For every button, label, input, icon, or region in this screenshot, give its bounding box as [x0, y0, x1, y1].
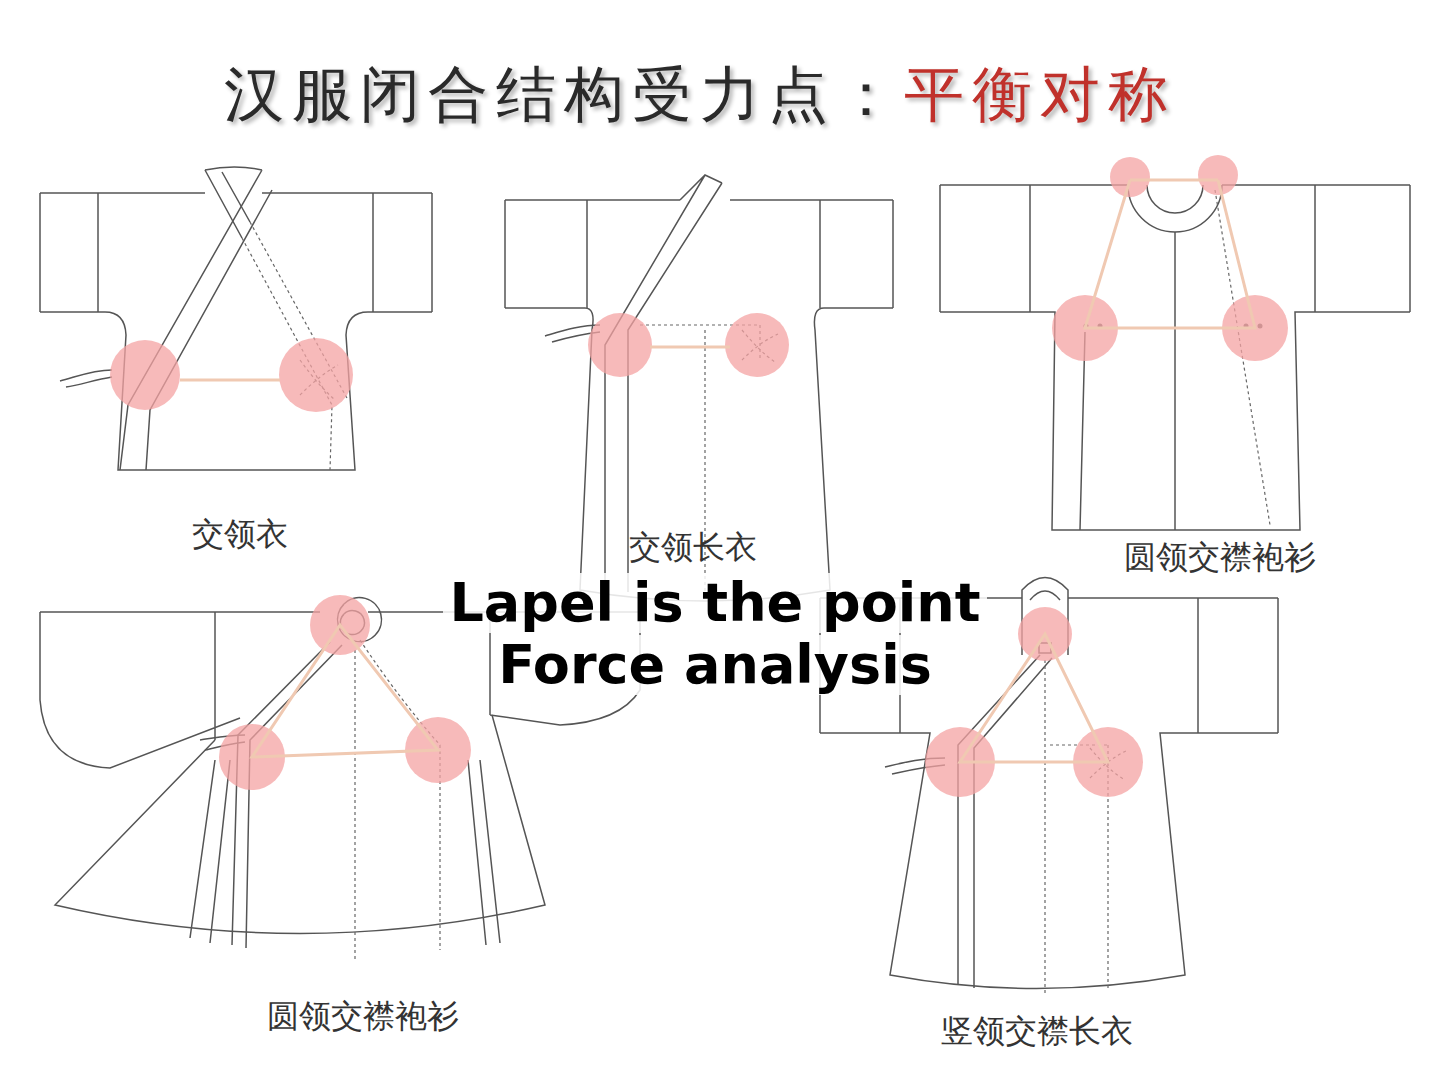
- round-collar-robe-wide-sleeve-part: [190, 760, 500, 945]
- round-collar-robe-wide-sleeve-part: [55, 715, 545, 934]
- cross-collar-top-garment-part: [40, 193, 432, 312]
- force-points-part: [110, 340, 180, 410]
- round-collar-robe-part: [1080, 232, 1175, 530]
- round-collar-robe: [940, 185, 1410, 530]
- force-points-part: [588, 313, 652, 377]
- force-points-part: [725, 313, 789, 377]
- cross-collar-top-garment-part: [60, 370, 112, 387]
- force-points: [925, 607, 1143, 797]
- force-points: [1052, 155, 1288, 361]
- overlay-caption: Force analysis: [492, 635, 938, 694]
- force-points-part: [650, 346, 730, 349]
- force-points: [110, 338, 353, 412]
- force-points-part: [279, 338, 353, 412]
- cross-collar-top-garment-part: [205, 170, 250, 238]
- cross-collar-long-garment-part: [505, 308, 893, 601]
- force-points-part: [1085, 180, 1255, 328]
- figure-caption: 交领衣: [192, 513, 288, 557]
- standing-collar-long-garment-part: [958, 655, 1052, 988]
- standing-collar-long-garment-part: [1045, 660, 1108, 995]
- standing-collar-long-garment-part: [820, 733, 1278, 989]
- cross-collar-top-garment: [40, 167, 432, 470]
- overlay-caption: Lapel is the point: [443, 573, 986, 632]
- cross-collar-long-garment-part: [505, 200, 893, 308]
- cross-collar-top-garment-part: [40, 312, 432, 470]
- figure-caption: 竖领交襟长衣: [941, 1010, 1133, 1054]
- figure-caption: 交领长衣: [629, 526, 757, 570]
- round-collar-robe-wide-sleeve-part: [232, 642, 342, 948]
- force-points-part: [252, 625, 438, 757]
- cross-collar-long-garment: [505, 175, 893, 601]
- title-emphasis: 平衡对称: [904, 55, 1176, 136]
- force-points-part: [960, 634, 1108, 762]
- force-points-part: [1198, 155, 1238, 195]
- force-points: [219, 595, 471, 790]
- figure-caption: 圆领交襟袍衫: [1124, 536, 1316, 580]
- force-points-part: [180, 379, 280, 382]
- figure-caption: 圆领交襟袍衫: [267, 995, 459, 1039]
- round-collar-robe-wide-sleeve-part: [355, 640, 440, 960]
- force-points-part: [1110, 157, 1150, 197]
- cross-collar-top-garment-part: [120, 167, 272, 470]
- page-title: 汉服闭合结构受力点：: [224, 55, 904, 136]
- force-points: [588, 313, 789, 377]
